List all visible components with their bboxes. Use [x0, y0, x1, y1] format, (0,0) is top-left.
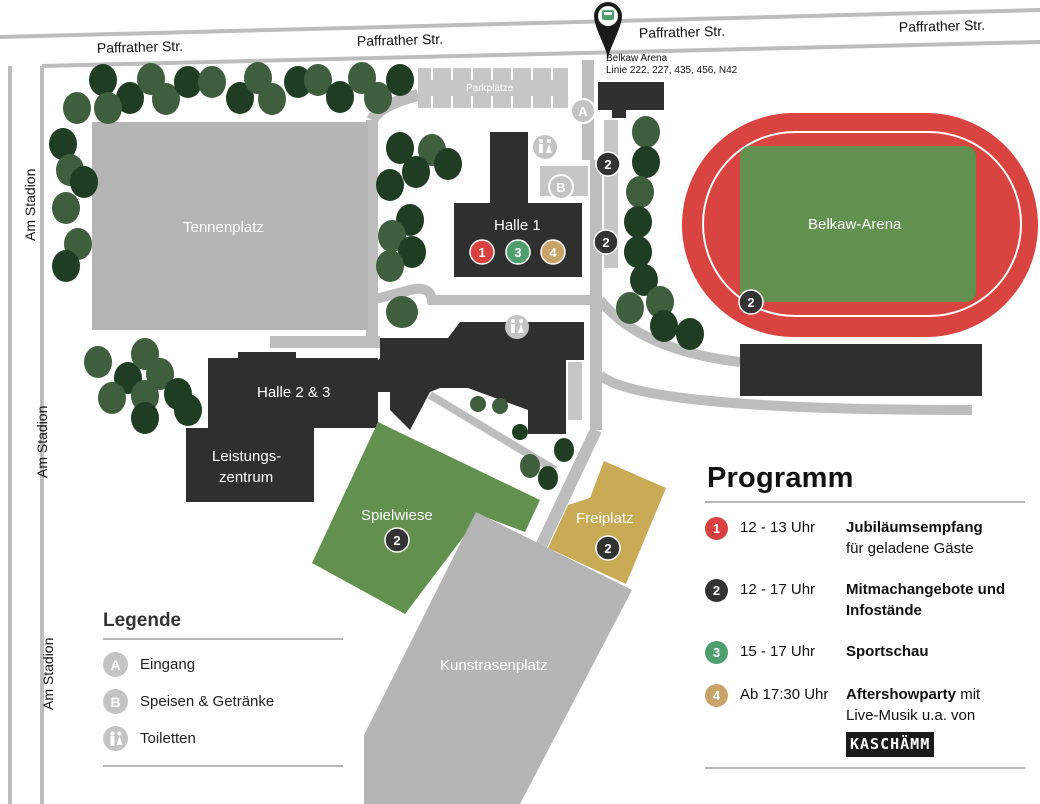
street-label-west-2: Am Stadion — [34, 406, 50, 478]
legend-title: Legende — [103, 610, 182, 631]
street-label-north-2: Paffrather Str. — [357, 31, 444, 49]
legend-divider — [103, 765, 343, 767]
kunstrasenplatz-label: Kunstrasenplatz — [440, 657, 548, 674]
spielwiese-label: Spielwiese — [361, 507, 433, 524]
band-logo: KASCHÄMM — [846, 732, 935, 757]
food-marker-letter: B — [556, 180, 565, 195]
legend-text: Speisen & Getränke — [140, 693, 275, 710]
marker-2: 2 — [595, 535, 621, 561]
legend-panel: Legende A Eingang B Speisen & Getränke T… — [103, 610, 343, 767]
program-item: 4 Ab 17:30 Uhr Aftershowparty mit Live-M… — [705, 684, 1025, 757]
entrance-marker: A — [570, 98, 596, 124]
freiplatz-label: Freiplatz — [576, 510, 634, 527]
legend-item: A Eingang — [103, 652, 343, 677]
spielwiese-field — [312, 422, 540, 614]
street-label-north-1: Paffrather Str. — [97, 38, 184, 56]
legend-divider — [103, 638, 343, 640]
leistungszentrum-label-2: zentrum — [219, 469, 273, 486]
svg-text:2: 2 — [747, 295, 754, 310]
svg-text:2: 2 — [604, 541, 611, 556]
svg-text:1: 1 — [478, 245, 485, 260]
street-label-west-1: Am Stadion — [22, 169, 38, 241]
parking-label: Parkplätze — [466, 83, 514, 94]
marker-4: 4 — [540, 239, 566, 265]
freiplatz-field — [548, 461, 666, 584]
marker-3: 3 — [505, 239, 531, 265]
halle-2-3-label: Halle 2 & 3 — [257, 384, 330, 401]
svg-text:2: 2 — [604, 157, 611, 172]
program-badge-4: 4 — [705, 684, 728, 707]
street-label-north-3: Paffrather Str. — [639, 23, 726, 41]
entrance-marker-letter: A — [578, 104, 588, 119]
arena-label: Belkaw-Arena — [808, 216, 902, 233]
program-time: 12 - 17 Uhr — [740, 581, 816, 598]
leistungszentrum-label-1: Leistungs- — [212, 448, 281, 465]
program-description: Aftershowparty mit Live-Musik u.a. von K… — [846, 684, 980, 757]
program-description: Sportschau — [846, 643, 929, 660]
legend-item: B Speisen & Getränke — [103, 689, 343, 714]
toilet-icon — [505, 315, 529, 339]
legend-text: Eingang — [140, 656, 196, 673]
program-divider — [705, 501, 1025, 503]
program-description: Mitmachangebote und Infostände — [846, 581, 1006, 619]
food-marker: B — [540, 166, 588, 200]
legend-badge-a: A — [103, 652, 128, 677]
marker-2: 2 — [384, 527, 410, 553]
trees — [49, 62, 704, 490]
arena-stand — [740, 344, 982, 396]
program-badge-3: 3 — [705, 641, 728, 664]
marker-1: 1 — [469, 239, 495, 265]
marker-2: 2 — [738, 289, 764, 315]
tennenplatz-label: Tennenplatz — [183, 219, 264, 236]
halle-1-label: Halle 1 — [494, 217, 541, 234]
svg-text:2: 2 — [602, 235, 609, 250]
belkaw-arena — [682, 113, 1038, 337]
marker-2: 2 — [595, 151, 621, 177]
kunstrasenplatz-field — [364, 512, 632, 804]
marker-2: 2 — [593, 229, 619, 255]
toilet-icon — [103, 726, 128, 751]
program-time: 15 - 17 Uhr — [740, 643, 816, 660]
legend-item: Toiletten — [103, 726, 343, 751]
bus-stop-name: Belkaw Arena — [606, 53, 668, 64]
legend-badge-b: B — [103, 689, 128, 714]
bus-stop-pin-icon — [594, 2, 622, 60]
halle-1-building — [454, 82, 664, 277]
program-badge-2: 2 — [705, 579, 728, 602]
central-building — [370, 322, 584, 434]
svg-text:4: 4 — [549, 245, 557, 260]
tennenplatz-field — [92, 122, 368, 330]
legend-text: Toiletten — [140, 730, 196, 747]
program-title: Programm — [707, 462, 854, 494]
bus-stop-lines: Linie 222, 227, 435, 456, N42 — [606, 65, 738, 76]
svg-text:3: 3 — [514, 245, 521, 260]
toilet-icon — [533, 135, 557, 159]
program-time: Ab 17:30 Uhr — [740, 686, 829, 703]
program-divider — [705, 767, 1025, 769]
svg-text:2: 2 — [393, 533, 400, 548]
program-item: 2 12 - 17 Uhr Mitmachangebote und Infost… — [705, 579, 1025, 621]
halle-2-3-building — [186, 352, 378, 502]
street-label-north-4: Paffrather Str. — [899, 17, 986, 35]
program-item: 3 15 - 17 Uhr Sportschau — [705, 641, 1025, 664]
street-label-west-3: Am Stadion — [40, 638, 56, 710]
program-badge-1: 1 — [705, 517, 728, 540]
program-time: 12 - 13 Uhr — [740, 519, 816, 536]
